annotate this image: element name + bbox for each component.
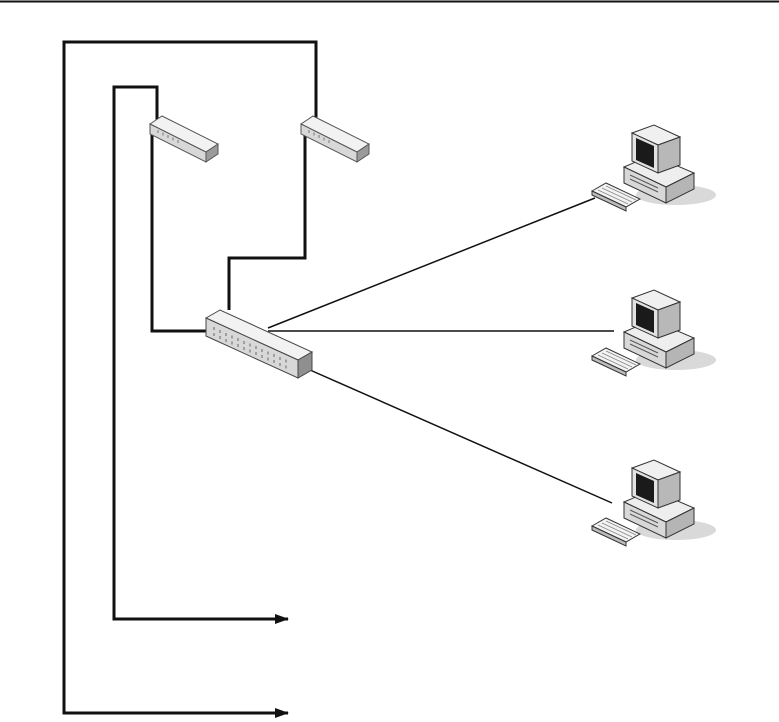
network-switch-icon bbox=[206, 310, 312, 378]
link-switch-workstation-1 bbox=[268, 198, 595, 328]
workstation-2 bbox=[592, 290, 716, 376]
workstation-1 bbox=[592, 125, 716, 211]
network-hub-icon bbox=[301, 116, 369, 162]
uplink-hub-left bbox=[150, 116, 218, 162]
link-switch-hub-right bbox=[229, 130, 305, 310]
desktop-computer-icon bbox=[592, 125, 716, 211]
link-switch-hub-left bbox=[152, 130, 206, 331]
desktop-computer-icon bbox=[592, 290, 716, 376]
network-hub-icon bbox=[150, 116, 218, 162]
link-switch-workstation-3 bbox=[310, 370, 612, 503]
uplink-hub-right bbox=[301, 116, 369, 162]
main-switch bbox=[206, 310, 312, 378]
